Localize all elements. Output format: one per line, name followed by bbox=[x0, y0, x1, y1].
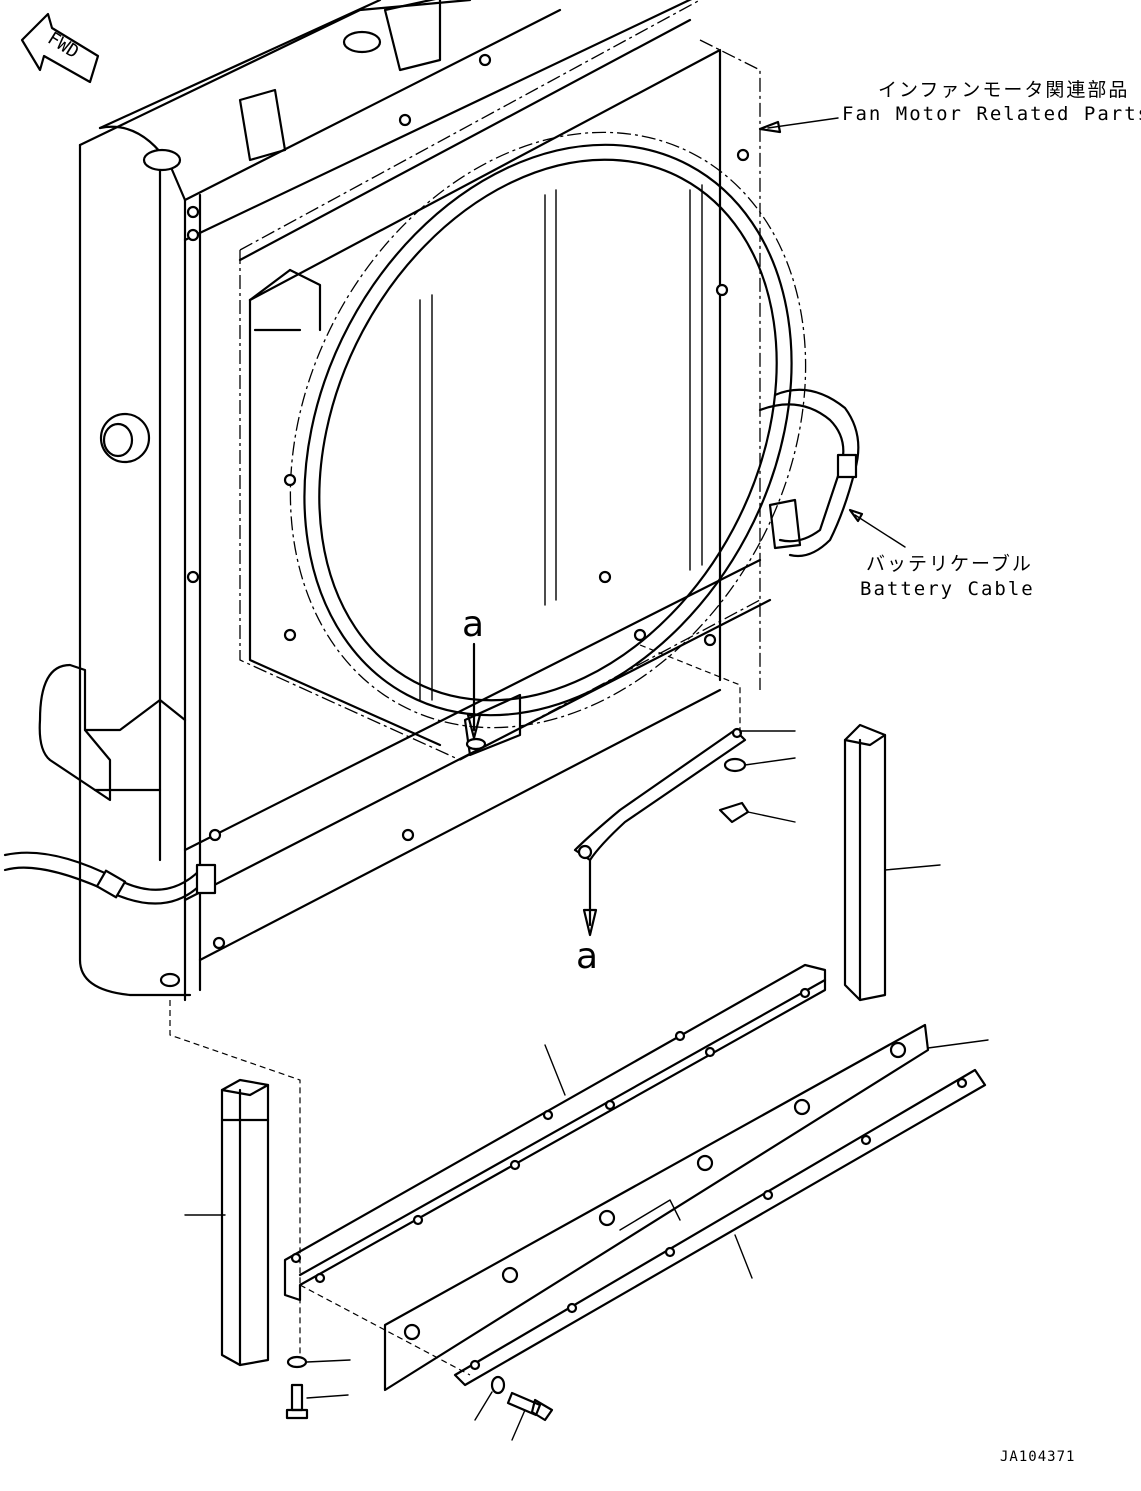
view-marker-a-lower: a bbox=[576, 936, 598, 977]
drawing-number: JA104371 bbox=[1000, 1449, 1075, 1465]
fwd-label: FWD bbox=[44, 28, 83, 63]
view-marker-upper: a bbox=[462, 604, 484, 740]
battery-cable bbox=[3, 388, 860, 905]
stay-bracket bbox=[573, 727, 796, 937]
view-marker-a-upper: a bbox=[462, 604, 484, 645]
fan-motor-label-jp: インファンモータ関連部品 bbox=[878, 79, 1129, 101]
view-marker-lower: a bbox=[576, 936, 598, 977]
lower-strip bbox=[453, 1068, 987, 1387]
left-mount-block bbox=[184, 1078, 270, 1367]
callout-fan-motor: インファンモータ関連部品 Fan Motor Related Parts bbox=[758, 79, 1141, 134]
fwd-arrow-icon: FWD bbox=[20, 12, 100, 84]
lower-angle-bracket bbox=[283, 963, 827, 1302]
radiator-assembly bbox=[38, 0, 807, 1002]
fasteners bbox=[169, 644, 741, 1441]
callout-battery-cable: バッテリケーブル Battery Cable bbox=[848, 508, 1035, 600]
battery-cable-label-en: Battery Cable bbox=[860, 578, 1035, 600]
battery-cable-label-jp: バッテリケーブル bbox=[866, 552, 1033, 575]
fan-motor-label-en: Fan Motor Related Parts bbox=[842, 103, 1141, 125]
right-mount-block bbox=[843, 723, 941, 1002]
lower-plate bbox=[383, 1023, 989, 1392]
frame-bolts bbox=[186, 53, 750, 950]
